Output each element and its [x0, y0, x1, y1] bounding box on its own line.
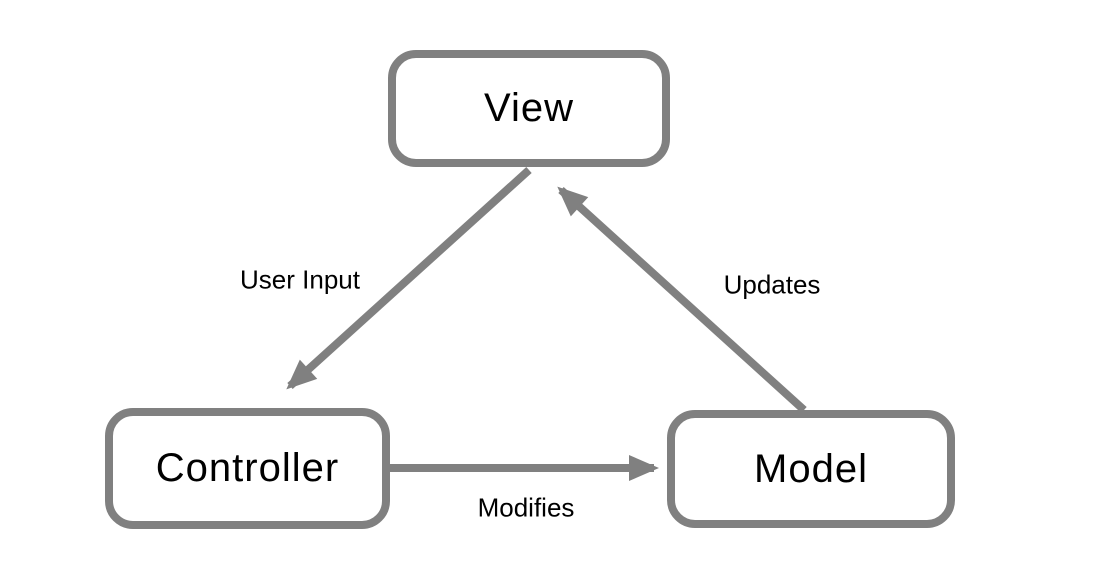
node-model: Model [667, 410, 955, 528]
node-view: View [388, 50, 670, 167]
node-model-label: Model [754, 446, 868, 491]
node-view-label: View [484, 86, 574, 130]
node-controller-label: Controller [155, 446, 340, 490]
edge-label-modifies: Modifies [477, 492, 575, 523]
edge-label-updates: Updates [723, 269, 821, 300]
node-controller: Controller [105, 408, 390, 529]
edge-label-user-input: User Input [240, 264, 360, 295]
